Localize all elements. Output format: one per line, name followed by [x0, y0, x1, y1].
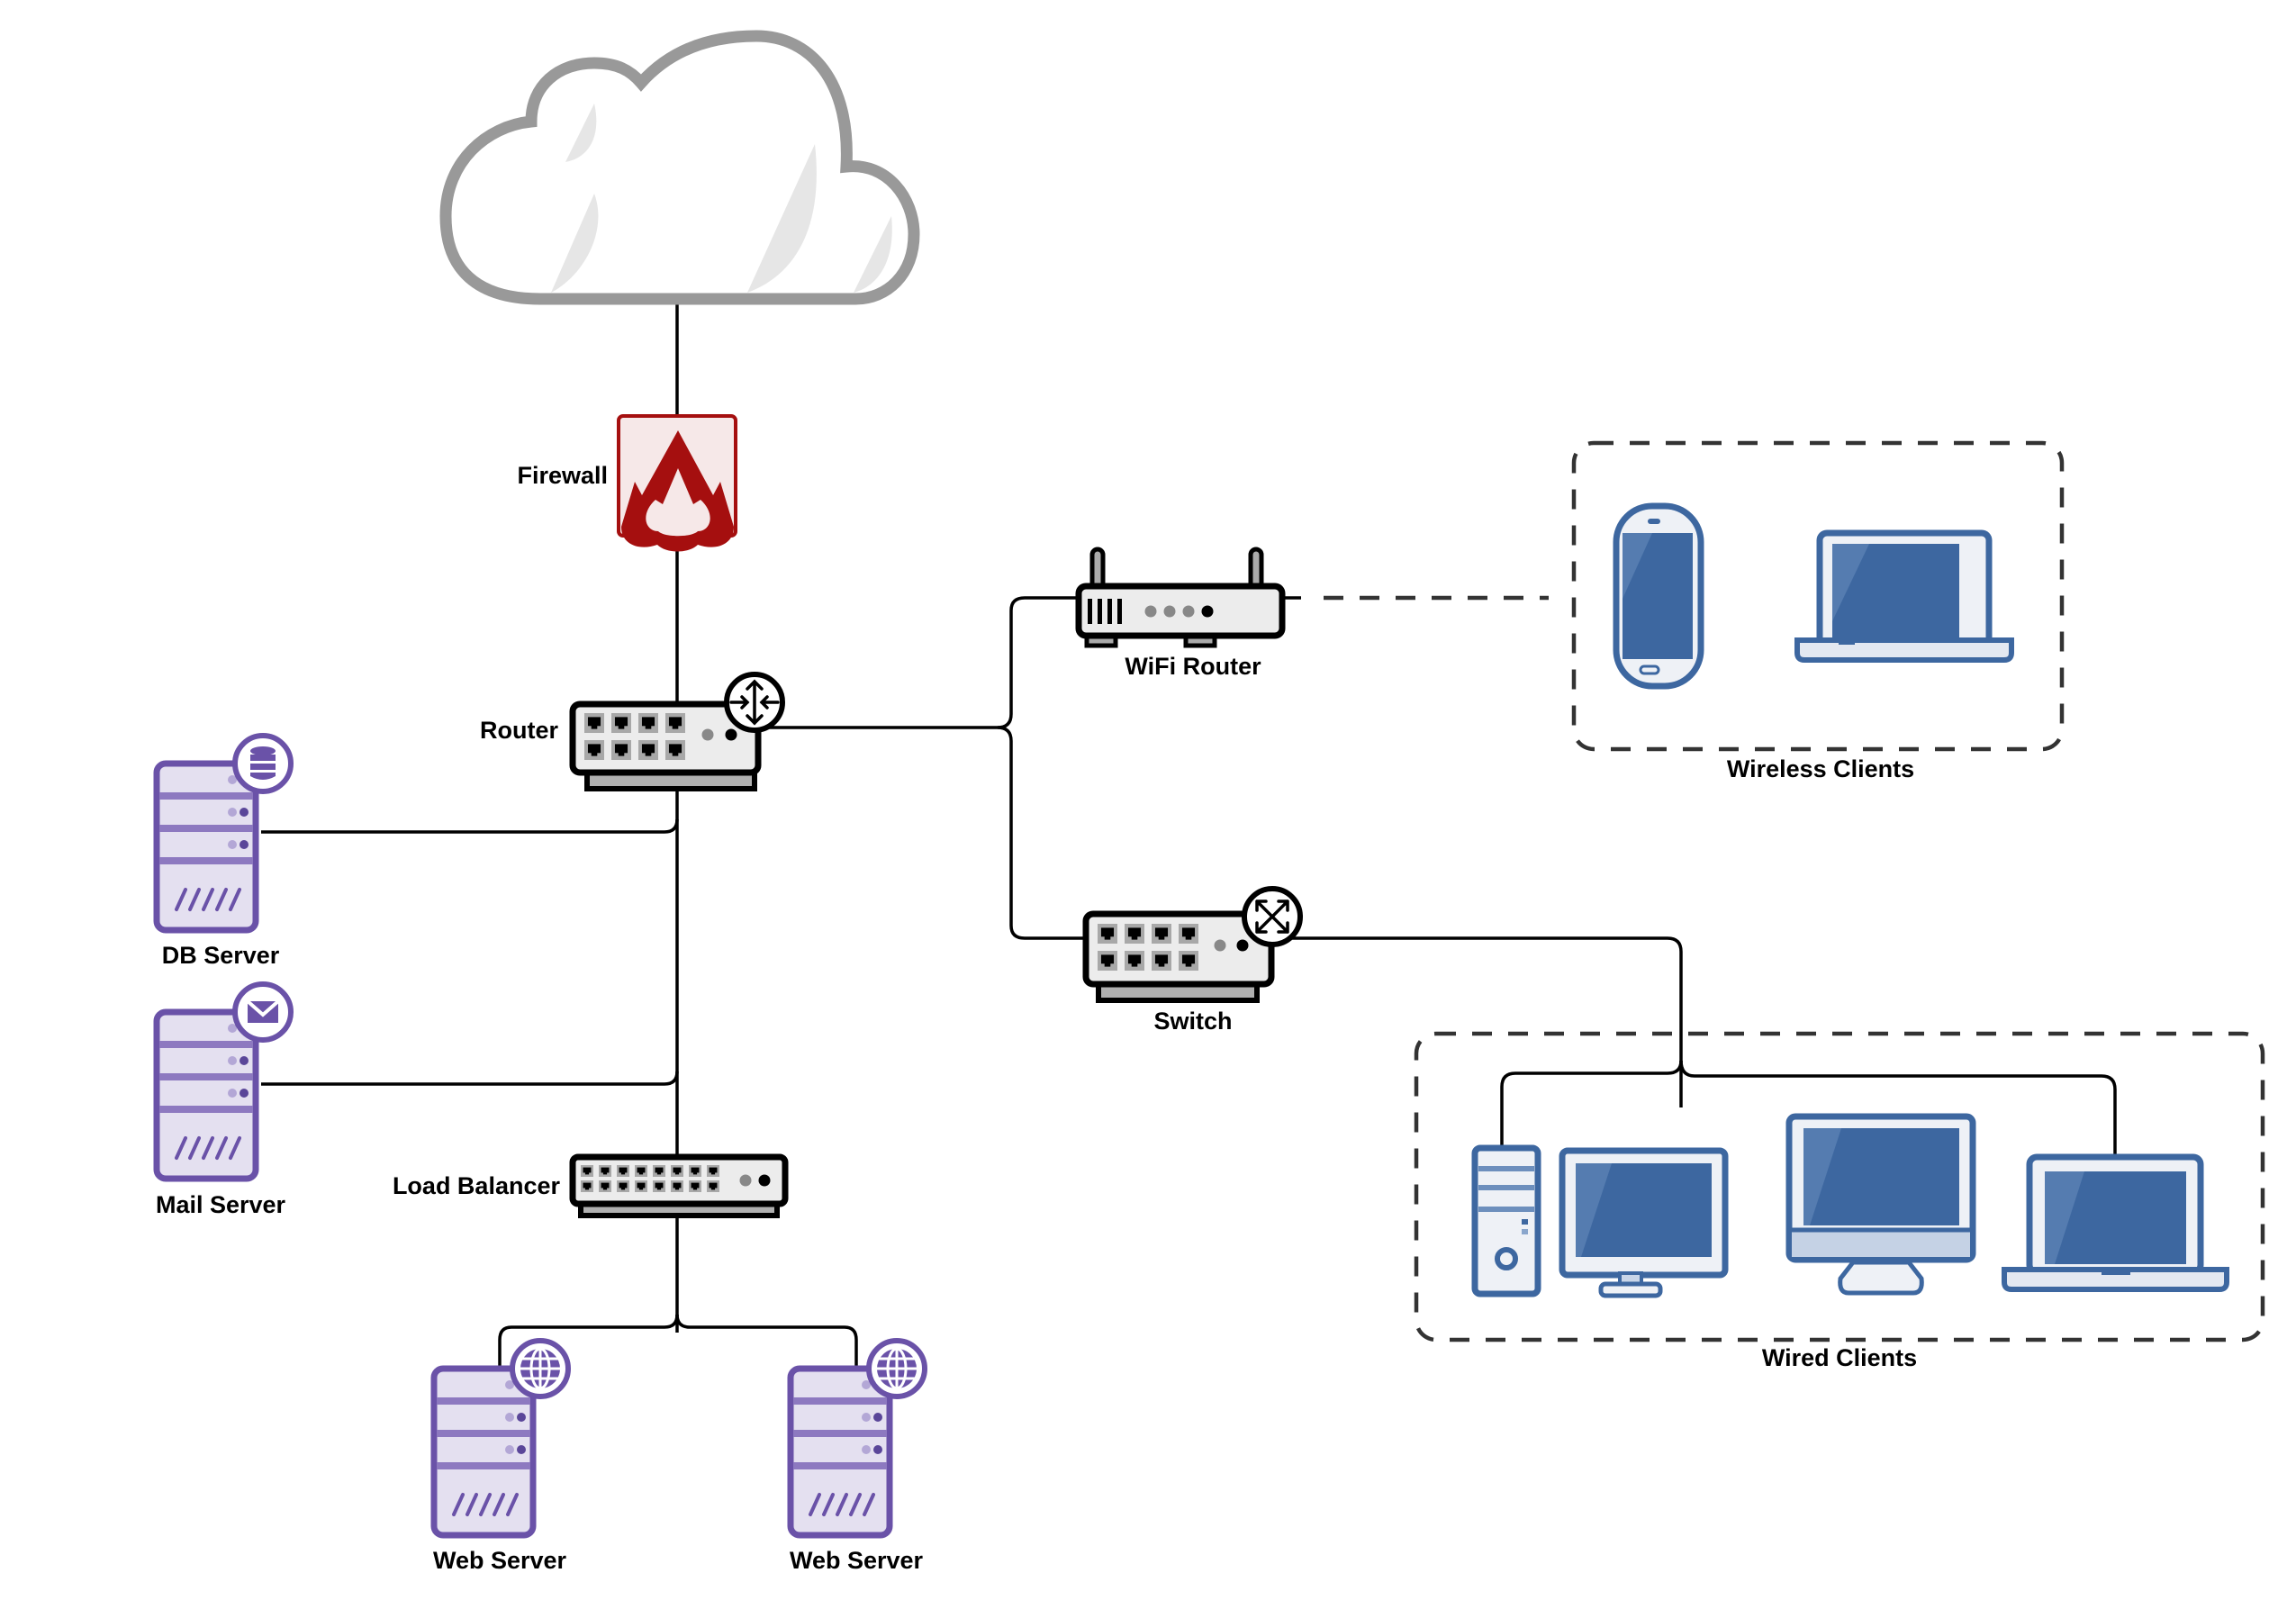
edge-router-switch — [997, 726, 1089, 940]
ethernet-port — [1098, 924, 1117, 944]
ethernet-port — [665, 740, 685, 760]
switch-node[interactable]: Switch — [1082, 886, 1303, 1035]
wifi-router-icon — [1075, 547, 1286, 648]
edge-lb-web-server-2 — [675, 1314, 858, 1369]
wireless-clients-group[interactable]: Wireless Clients — [1571, 440, 2065, 782]
desktop-monitor-icon — [1559, 1147, 1729, 1298]
switch-ports — [1098, 924, 1198, 971]
smartphone-icon — [1613, 502, 1704, 690]
laptop-icon — [2002, 1153, 2229, 1292]
edge-switch-wired — [1270, 936, 1683, 1107]
mail-server-label: Mail Server — [156, 1191, 286, 1218]
ethernet-port — [1098, 951, 1117, 971]
web-server-2-node[interactable] — [787, 1338, 927, 1539]
wired-clients-label: Wired Clients — [1762, 1344, 1917, 1371]
edge-wired-laptop — [1679, 1060, 2117, 1154]
web-server-1-node[interactable] — [430, 1338, 571, 1539]
ethernet-port — [635, 1180, 647, 1192]
edge-router-db-server — [261, 818, 679, 834]
ethernet-port — [581, 1180, 593, 1192]
mail-server-node[interactable] — [153, 981, 294, 1182]
load-balancer-label: Load Balancer — [393, 1172, 561, 1199]
envelope-icon — [232, 981, 294, 1043]
ethernet-port — [584, 713, 604, 733]
server-icon — [787, 1365, 893, 1539]
ethernet-port — [671, 1180, 683, 1192]
web-server-2-label: Web Server — [790, 1547, 924, 1574]
laptop-icon — [1794, 529, 2014, 663]
ethernet-port — [707, 1165, 719, 1177]
wired-clients-boundary — [1414, 1031, 2265, 1342]
wifi-router-label: WiFi Router — [1125, 653, 1261, 680]
server-icon — [430, 1365, 537, 1539]
ethernet-port — [653, 1165, 665, 1177]
ethernet-port — [665, 713, 685, 733]
web-server-1-label: Web Server — [433, 1547, 567, 1574]
ethernet-port — [584, 740, 604, 760]
cloud-icon — [439, 30, 920, 305]
edge-wired-desktop — [1500, 1060, 1683, 1145]
firewall-flame-icon — [621, 430, 734, 552]
firewall-node[interactable]: Firewall — [517, 414, 737, 552]
ethernet-port — [638, 740, 658, 760]
ethernet-port — [1152, 951, 1171, 971]
edge-router-mail-server — [261, 1071, 679, 1086]
edge-router-wifi-router — [765, 596, 1106, 729]
desktop-tower-icon — [1471, 1144, 1541, 1297]
switch-icon — [1242, 886, 1303, 947]
wireless-clients-boundary — [1571, 440, 2065, 752]
edge-lb-web-server-1 — [498, 1314, 679, 1369]
internet-cloud[interactable] — [439, 30, 920, 305]
ethernet-port — [599, 1165, 611, 1177]
load-balancer-icon — [581, 1165, 719, 1192]
ethernet-port — [1152, 924, 1171, 944]
all-in-one-monitor-icon — [1785, 1113, 1976, 1296]
router-label: Router — [480, 717, 558, 744]
ethernet-port — [671, 1165, 683, 1177]
globe-icon — [866, 1338, 927, 1399]
ethernet-port — [689, 1165, 701, 1177]
switch-label: Switch — [1153, 1008, 1232, 1035]
globe-icon — [510, 1338, 571, 1399]
ethernet-port — [611, 740, 631, 760]
router-node[interactable]: Router — [480, 672, 785, 791]
router-ports — [584, 713, 685, 760]
db-server-node[interactable] — [153, 733, 294, 934]
database-icon — [232, 733, 294, 794]
ethernet-port — [611, 713, 631, 733]
server-icon — [153, 760, 259, 934]
ethernet-port — [653, 1180, 665, 1192]
ethernet-port — [1179, 924, 1198, 944]
wireless-clients-label: Wireless Clients — [1727, 755, 1914, 782]
db-server-label: DB Server — [162, 942, 280, 969]
ethernet-port — [689, 1180, 701, 1192]
load-balancer-node[interactable]: Load Balancer — [393, 1153, 789, 1218]
wifi-router-node[interactable]: WiFi Router — [1075, 547, 1286, 680]
ethernet-port — [617, 1180, 629, 1192]
ethernet-port — [599, 1180, 611, 1192]
ethernet-port — [638, 713, 658, 733]
ethernet-port — [1179, 951, 1198, 971]
server-icon — [153, 1008, 259, 1182]
router-icon — [724, 672, 785, 733]
wired-clients-group[interactable]: Wired Clients — [1414, 1031, 2265, 1371]
ethernet-port — [707, 1180, 719, 1192]
ethernet-port — [617, 1165, 629, 1177]
ethernet-port — [635, 1165, 647, 1177]
ethernet-port — [581, 1165, 593, 1177]
ethernet-port — [1125, 951, 1144, 971]
firewall-label: Firewall — [517, 462, 608, 489]
ethernet-port — [1125, 924, 1144, 944]
connections — [261, 302, 2117, 1369]
